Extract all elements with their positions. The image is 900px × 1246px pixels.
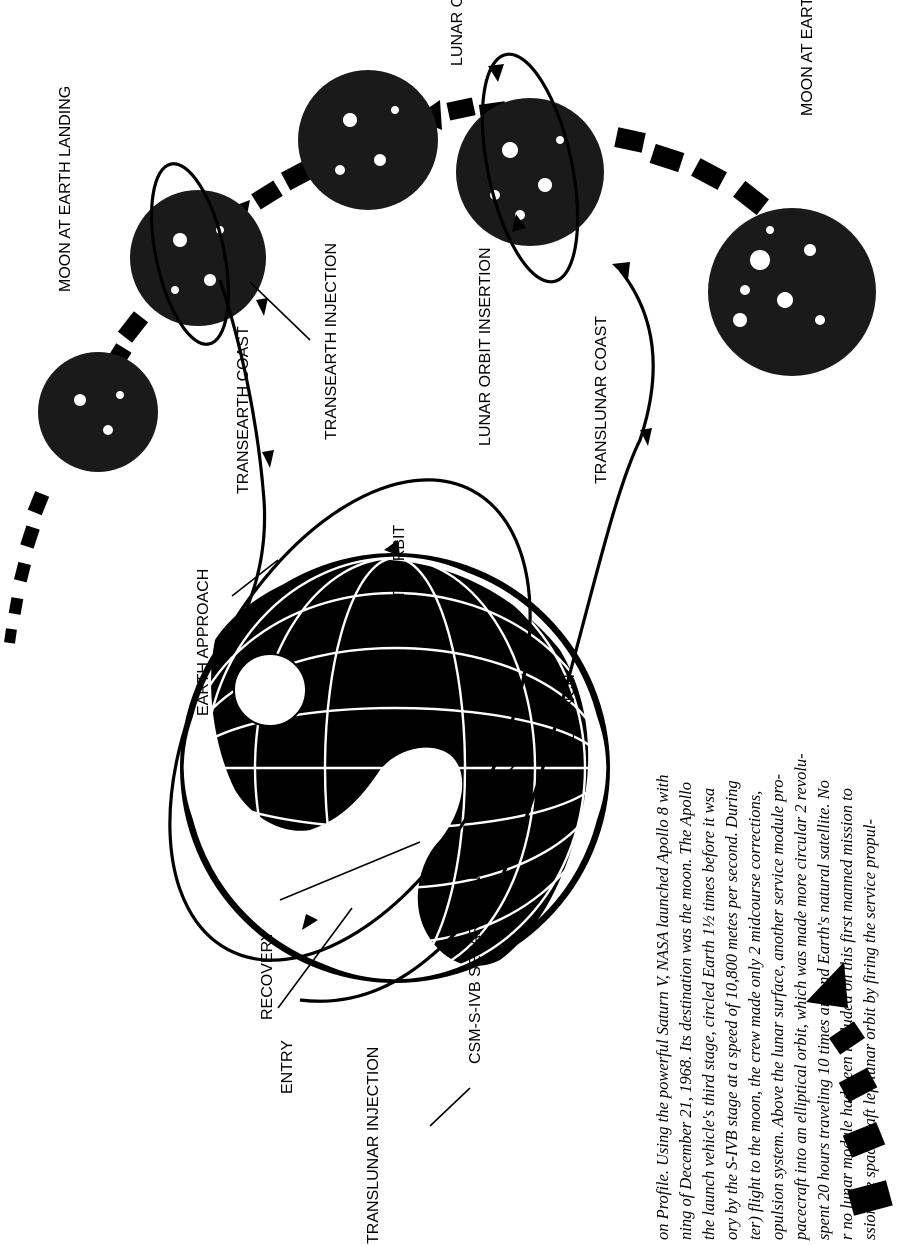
moon-far-left [38, 352, 158, 472]
svg-text:LUNAR ORBIT INSERTION: LUNAR ORBIT INSERTION [477, 247, 494, 446]
label-lunar-orbit-insertion: LUNAR ORBIT INSERTION [477, 247, 494, 446]
transearth-injection-leader [250, 282, 310, 340]
svg-text:EARTH ORBIT: EARTH ORBIT [391, 525, 408, 633]
caption-line: spent 20 hours traveling 10 times around… [814, 780, 833, 1240]
label-launch: LAUNCH [561, 674, 578, 740]
svg-text:TRANSEARTH INJECTION: TRANSEARTH INJECTION [323, 243, 340, 440]
label-recovery: RECOVERY [259, 930, 276, 1020]
caption-line: pacecraft into an elliptical orbit, whic… [791, 753, 810, 1241]
label-lunar-orbit: LUNAR ORBIT [449, 0, 466, 66]
label-translunar-coast: TRANSLUNAR COAST [593, 316, 610, 484]
caption-line: ter) flight to the moon, the crew made o… [745, 791, 764, 1240]
caption-line: ning of December 21, 1968. Its destinati… [676, 782, 695, 1240]
caption: on Profile. Using the powerful Saturn V,… [653, 753, 879, 1241]
svg-text:CSM-S-IVB SEPARATION: CSM-S-IVB SEPARATION [467, 876, 484, 1064]
svg-text:TRANSEARTH COAST: TRANSEARTH COAST [235, 326, 252, 494]
caption-line: r no lunar module had been included on t… [837, 788, 856, 1240]
moon-at-earth-landing [130, 157, 266, 351]
svg-text:MOON AT EARTH LAUNCH: MOON AT EARTH LAUNCH [799, 0, 816, 116]
svg-text:EARTH APPROACH: EARTH APPROACH [195, 569, 212, 716]
label-transearth-injection: TRANSEARTH INJECTION [323, 243, 340, 440]
svg-text:LAUNCH: LAUNCH [561, 674, 578, 740]
caption-line: the launch vehicle's third stage, circle… [699, 788, 718, 1240]
caption-line: opulsion system. Above the lunar surface… [768, 774, 787, 1240]
caption-line: ssion the spacecraft left lunar orbit by… [860, 819, 879, 1240]
svg-text:RECOVERY: RECOVERY [259, 930, 276, 1020]
caption-line: ory by the S-IVB stage at a speed of 10,… [722, 780, 741, 1240]
label-entry: ENTRY [279, 1040, 296, 1094]
svg-text:LUNAR ORBIT: LUNAR ORBIT [449, 0, 466, 66]
translunar-injection-leader [430, 1088, 470, 1126]
caption-line: on Profile. Using the powerful Saturn V,… [653, 774, 672, 1240]
label-earth-orbit: EARTH ORBIT [391, 525, 408, 633]
moon-middle [298, 70, 438, 210]
label-csm-sivb-separation: CSM-S-IVB SEPARATION [467, 876, 484, 1064]
label-earth-approach: EARTH APPROACH [195, 569, 212, 716]
label-moon-at-earth-landing: MOON AT EARTH LANDING [57, 86, 74, 292]
svg-text:ENTRY: ENTRY [279, 1040, 296, 1094]
label-transearth-coast: TRANSEARTH COAST [235, 326, 252, 494]
label-moon-at-earth-launch: MOON AT EARTH LAUNCH [799, 0, 816, 116]
moon-at-earth-launch [708, 208, 876, 376]
svg-text:TRANSLUNAR INJECTION: TRANSLUNAR INJECTION [365, 1047, 382, 1244]
svg-text:TRANSLUNAR COAST: TRANSLUNAR COAST [593, 316, 610, 484]
label-translunar-injection: TRANSLUNAR INJECTION [365, 1047, 382, 1244]
svg-text:MOON AT EARTH LANDING: MOON AT EARTH LANDING [57, 86, 74, 292]
